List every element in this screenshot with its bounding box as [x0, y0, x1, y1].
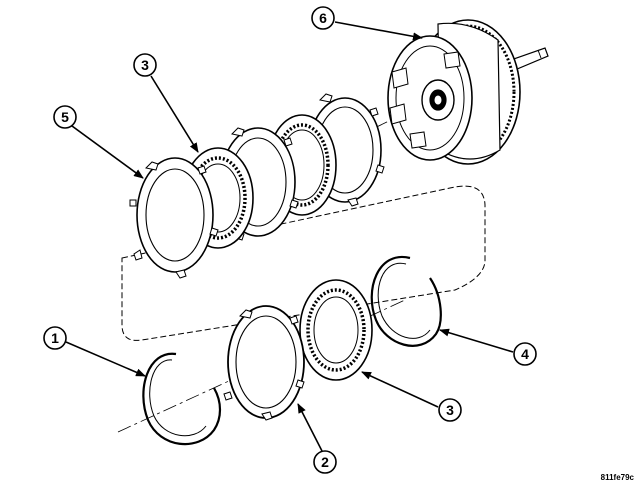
figure-code: 811fe79c: [600, 473, 634, 482]
snap-ring-lower-left: [142, 352, 222, 446]
lower-clutch-disc: [299, 279, 373, 381]
callout-6: 6: [311, 6, 335, 30]
reaction-plate: [223, 305, 305, 421]
callout-3-lower-label: 3: [446, 402, 454, 418]
callout-1: 1: [43, 326, 67, 350]
callout-5: 5: [53, 105, 77, 129]
clutch-retainer-hub: [387, 19, 549, 165]
callout-3-upper-label: 3: [141, 57, 149, 73]
upper-steel-plate-near: [129, 157, 219, 279]
callout-leaders: [65, 21, 514, 452]
clutch-pack-group-outline: [121, 185, 486, 341]
callout-3-upper: 3: [133, 53, 157, 77]
callout-6-label: 6: [319, 10, 327, 26]
callout-3-lower: 3: [438, 398, 462, 422]
callout-4: 4: [513, 342, 537, 366]
callout-1-label: 1: [51, 330, 59, 346]
callout-2: 2: [313, 450, 337, 474]
callout-4-label: 4: [521, 346, 529, 362]
snap-ring-upper-right: [370, 255, 442, 347]
callout-5-label: 5: [61, 109, 69, 125]
callout-2-label: 2: [321, 454, 329, 470]
